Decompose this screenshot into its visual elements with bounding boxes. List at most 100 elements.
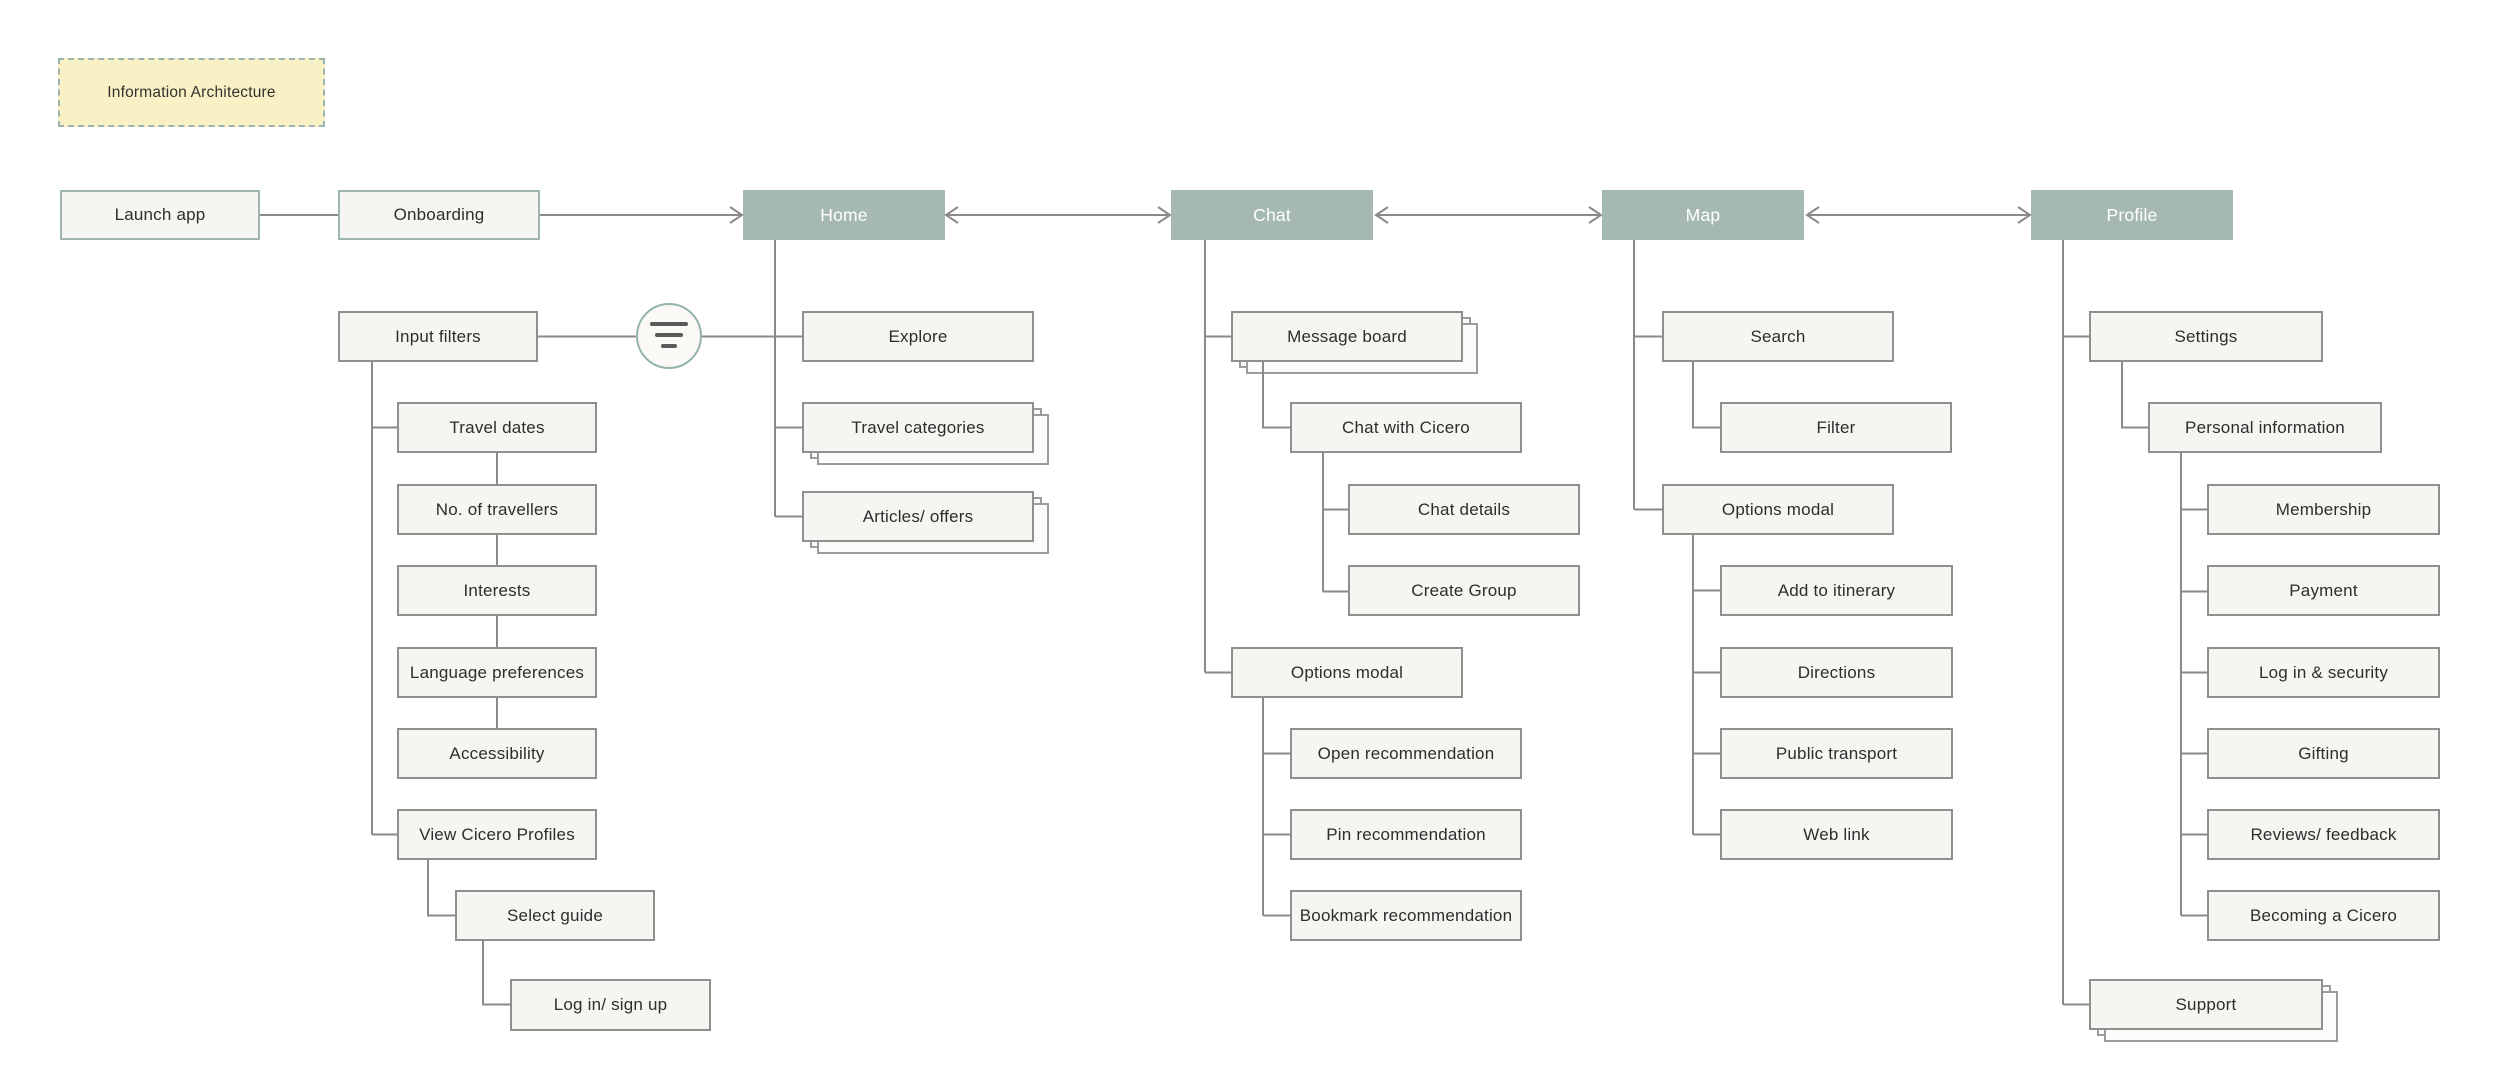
node-accessibility[interactable]: Accessibility [397,728,597,779]
node-open-recommendation[interactable]: Open recommendation [1290,728,1522,779]
node-label: Log in/ sign up [553,995,668,1014]
node-label: Language preferences [409,662,585,682]
node-label: Input filters [395,326,481,346]
node-directions[interactable]: Directions [1720,647,1953,698]
node-travel-dates[interactable]: Travel dates [397,402,597,453]
node-label: Profile [2106,204,2158,225]
node-search[interactable]: Search [1662,311,1894,362]
node-label: Chat details [1417,499,1511,519]
viewcicero-subspine [427,860,455,917]
node-bookmark-recommendation[interactable]: Bookmark recommendation [1290,890,1522,941]
node-label: Web link [1803,824,1870,844]
node-membership[interactable]: Membership [2207,484,2440,535]
arrowhead-into-profile-left [2017,206,2032,224]
node-label: Reviews/ feedback [2250,824,2397,844]
node-web-link[interactable]: Web link [1720,809,1953,860]
node-chat[interactable]: Chat [1171,190,1373,240]
node-label: Log in & security [2258,662,2389,682]
node-chat-details[interactable]: Chat details [1348,484,1580,535]
node-label: Create Group [1411,580,1517,600]
arrowhead-into-chat-left [1157,206,1172,224]
selectguide-subspine [482,941,510,1006]
node-chat-options-modal[interactable]: Options modal [1231,647,1463,698]
arrowhead-into-map-left [1588,206,1603,224]
node-label: Chat [1253,204,1291,225]
node-settings[interactable]: Settings [2089,311,2323,362]
arrowhead-into-home-right [944,206,959,224]
node-label: Add to itinerary [1777,580,1896,600]
node-map-options-modal[interactable]: Options modal [1662,484,1894,535]
node-interests[interactable]: Interests [397,565,597,616]
node-label: Message board [1287,326,1407,346]
node-label: Options modal [1290,662,1404,682]
node-label: Search [1750,326,1806,346]
node-label: Articles/ offers [862,506,974,526]
node-personal-information[interactable]: Personal information [2148,402,2382,453]
node-label: Public transport [1775,743,1898,763]
node-label: No. of travellers [435,499,559,519]
node-becoming-a-cicero[interactable]: Becoming a Cicero [2207,890,2440,941]
node-label: Gifting [2298,743,2349,763]
node-label: Interests [463,580,531,600]
node-label: Accessibility [449,743,545,763]
node-label: Options modal [1721,499,1835,519]
node-launch-app[interactable]: Launch app [60,190,260,240]
node-add-to-itinerary[interactable]: Add to itinerary [1720,565,1953,616]
settings-subspine [2121,362,2148,429]
node-label: Personal information [2185,417,2345,437]
node-profile[interactable]: Profile [2031,190,2233,240]
node-login-security[interactable]: Log in & security [2207,647,2440,698]
node-input-filters[interactable]: Input filters [338,311,538,362]
node-language-preferences[interactable]: Language preferences [397,647,597,698]
node-create-group[interactable]: Create Group [1348,565,1580,616]
node-label: Becoming a Cicero [2249,905,2398,925]
node-label: Travel dates [449,417,545,437]
node-articles-offers[interactable]: Articles/ offers [802,491,1034,542]
arrowhead-into-chat-right [1374,206,1389,224]
node-label: Bookmark recommendation [1299,905,1513,925]
node-label: Membership [2275,499,2372,519]
node-login-signup[interactable]: Log in/ sign up [510,979,711,1031]
node-label: Travel categories [851,417,985,437]
search-subspine [1692,362,1720,429]
node-view-cicero-profiles[interactable]: View Cicero Profiles [397,809,597,860]
node-filter[interactable]: Filter [1720,402,1952,453]
node-label: Settings [2174,326,2238,346]
node-label: Map [1685,204,1721,225]
node-onboarding[interactable]: Onboarding [338,190,540,240]
node-label: Open recommendation [1317,743,1495,763]
node-no-of-travellers[interactable]: No. of travellers [397,484,597,535]
messageboard-subspine [1262,362,1290,429]
node-label: Filter [1816,417,1856,437]
node-label: Pin recommendation [1326,824,1486,844]
node-payment[interactable]: Payment [2207,565,2440,616]
node-label: Launch app [114,205,206,224]
node-public-transport[interactable]: Public transport [1720,728,1953,779]
node-explore[interactable]: Explore [802,311,1034,362]
node-reviews-feedback[interactable]: Reviews/ feedback [2207,809,2440,860]
node-pin-recommendation[interactable]: Pin recommendation [1290,809,1522,860]
node-label: View Cicero Profiles [419,824,575,844]
node-travel-categories[interactable]: Travel categories [802,402,1034,453]
node-map[interactable]: Map [1602,190,1804,240]
node-chat-with-cicero[interactable]: Chat with Cicero [1290,402,1522,453]
node-label: Payment [2289,580,2358,600]
node-label: Directions [1797,662,1876,682]
node-home[interactable]: Home [743,190,945,240]
diagram-title-label: Information Architecture [107,83,276,101]
node-gifting[interactable]: Gifting [2207,728,2440,779]
node-support[interactable]: Support [2089,979,2323,1030]
node-label: Onboarding [393,205,485,224]
diagram-title: Information Architecture [58,58,325,127]
node-label: Support [2175,994,2237,1014]
node-label: Explore [888,326,948,346]
node-label: Home [820,204,868,225]
filter-icon [636,303,702,369]
node-label: Chat with Cicero [1342,417,1470,437]
node-select-guide[interactable]: Select guide [455,890,655,941]
node-message-board[interactable]: Message board [1231,311,1463,362]
arrowhead-into-home-left [729,206,744,224]
arrowhead-into-map-right [1805,206,1820,224]
